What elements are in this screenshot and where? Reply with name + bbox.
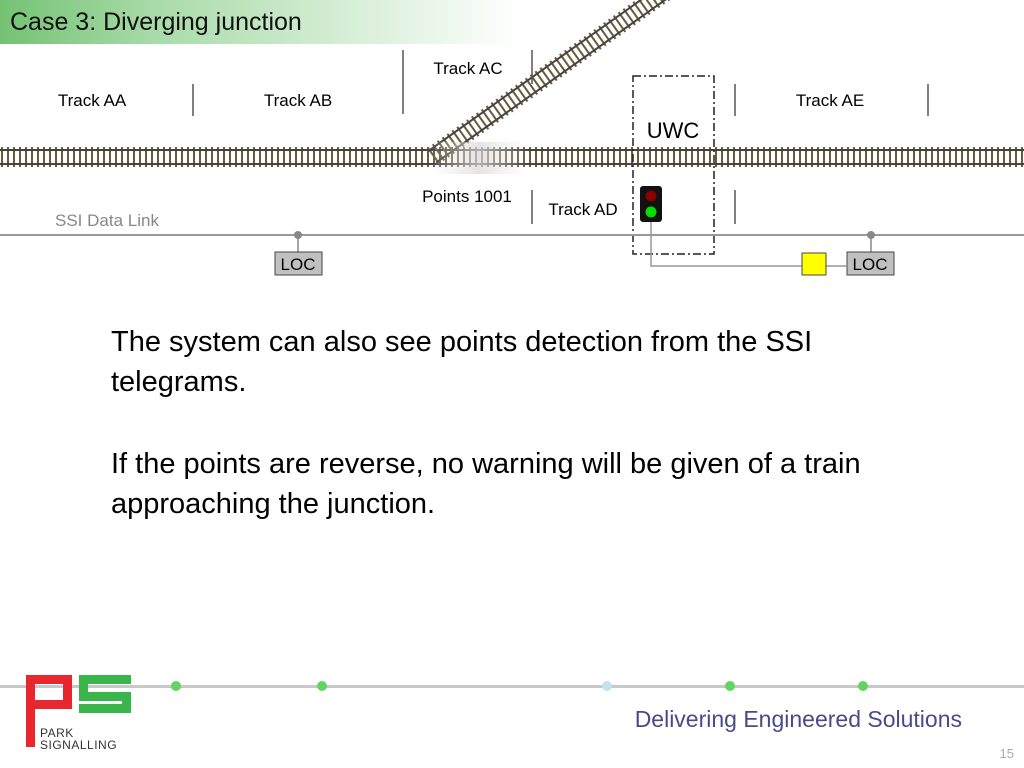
page-number: 15	[999, 746, 1014, 761]
slide-title: Case 3: Diverging junction	[10, 8, 302, 36]
track-ac-label: Track AC	[433, 59, 502, 78]
footer-dot	[171, 681, 181, 691]
diverging-track	[426, 0, 736, 166]
points-label: Points 1001	[422, 187, 512, 206]
track-dividers	[192, 50, 929, 224]
footer-line	[0, 685, 1024, 688]
points-highlight	[430, 142, 528, 174]
track-aa-label: Track AA	[58, 91, 127, 110]
loc-left: LOC	[274, 231, 323, 276]
uwc-boundary	[632, 75, 715, 255]
junction-diagram: Track AA Track AB Track AC Track AE Trac…	[0, 0, 1024, 276]
ssi-data-link-label: SSI Data Link	[55, 211, 159, 230]
logo-line-1: PARK	[40, 726, 74, 740]
footer-dot	[317, 681, 327, 691]
paragraph-2: If the points are reverse, no warning wi…	[111, 448, 861, 520]
loc-right: LOC	[846, 231, 895, 276]
signal-icon	[640, 186, 662, 222]
warning-box	[801, 252, 827, 276]
tagline: Delivering Engineered Solutions	[634, 706, 962, 732]
body-text: The system can also see points detection…	[111, 322, 911, 566]
logo-line-2: SIGNALLING	[40, 738, 118, 752]
footer-dot	[602, 681, 612, 691]
signal-cable	[650, 222, 802, 267]
loc-left-label: LOC	[281, 255, 316, 274]
track-ab-label: Track AB	[264, 91, 332, 110]
track-ae-label: Track AE	[796, 91, 864, 110]
footer-dot	[725, 681, 735, 691]
title-band	[0, 0, 520, 44]
footer-dot	[858, 681, 868, 691]
paragraph-1: The system can also see points detection…	[111, 326, 813, 398]
uwc-label: UWC	[647, 118, 700, 143]
park-signalling-logo	[26, 675, 131, 747]
track-ad-label: Track AD	[548, 200, 617, 219]
logo-text: PARK SIGNALLING	[40, 727, 117, 751]
loc-right-label: LOC	[853, 255, 888, 274]
